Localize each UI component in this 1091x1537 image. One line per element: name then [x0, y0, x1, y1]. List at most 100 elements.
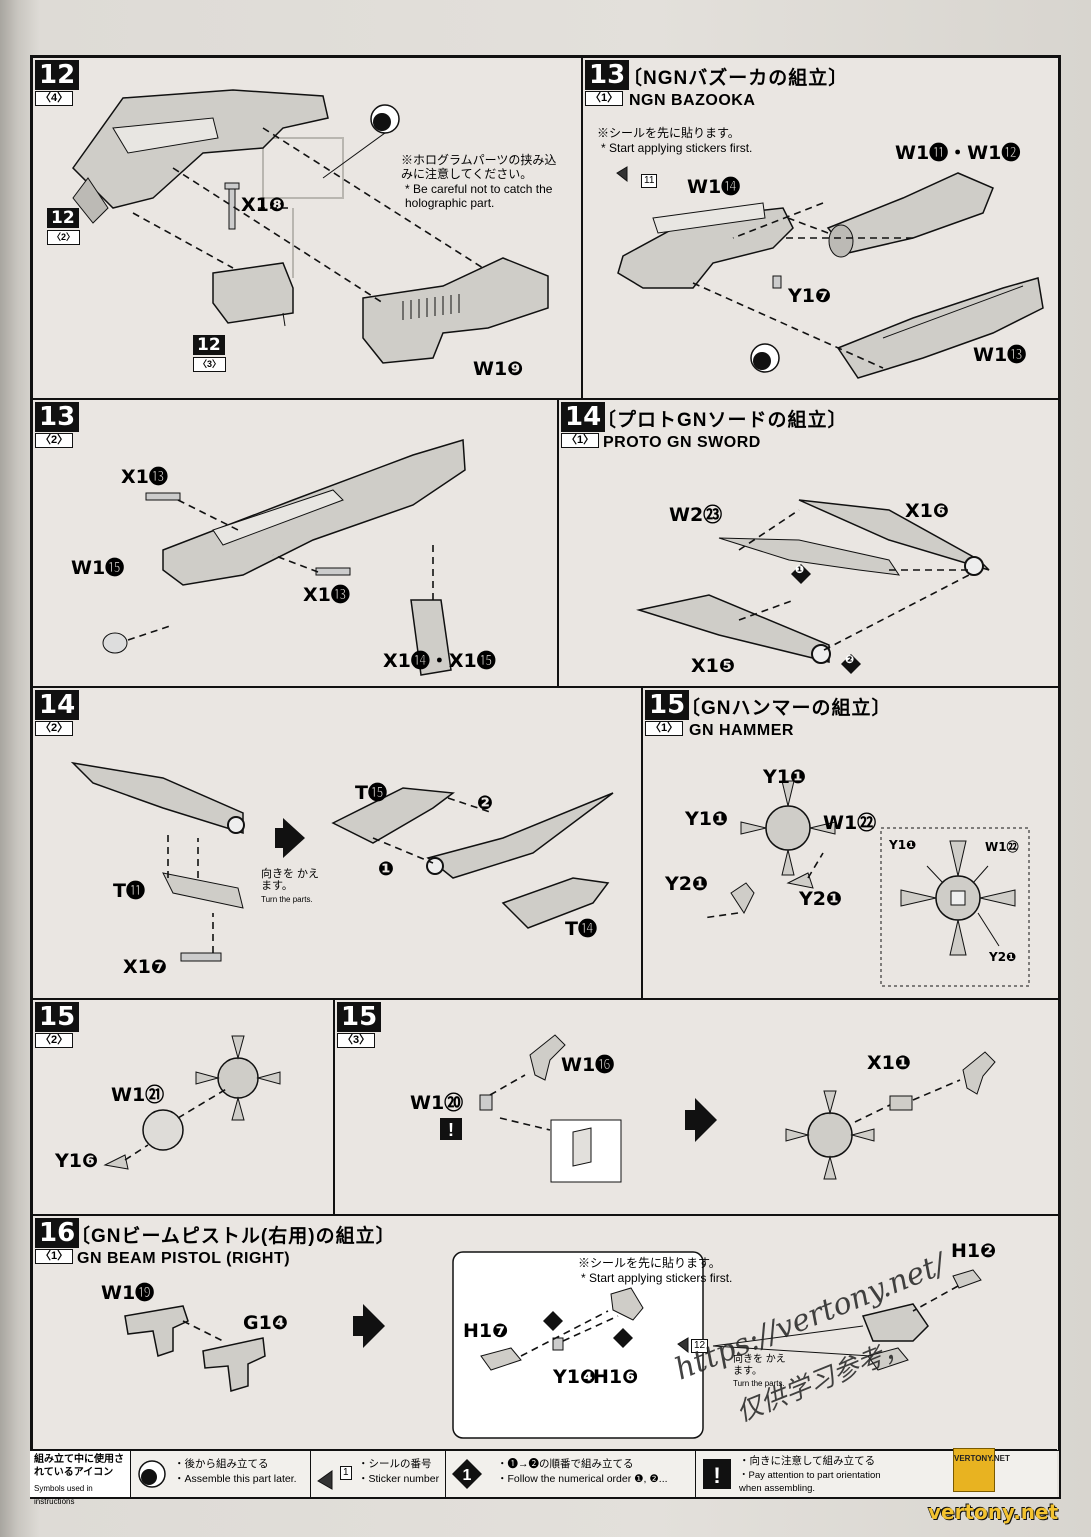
- part-label: X1⓭: [303, 584, 350, 606]
- step-14-2-panel: 14 〈2〉 向きを かえます。 Turn the parts. T⓫ X1❼ …: [32, 687, 642, 999]
- step-number: 15: [35, 1002, 80, 1032]
- sticker-sample: 1: [340, 1466, 352, 1480]
- substep-number: 〈2〉: [35, 721, 74, 736]
- detail-label: Y2❶: [989, 950, 1017, 964]
- part-label: W1⓰: [561, 1054, 615, 1076]
- part-label: Y1❶: [763, 766, 807, 788]
- icon-legend: 組み立て中に使用されているアイコン Symbols used in instru…: [30, 1449, 1057, 1506]
- part-label: Y2❶: [799, 888, 843, 910]
- step-number: 13: [35, 402, 80, 432]
- sticker-note-jp: ※シールを先に貼ります。: [597, 126, 740, 140]
- order-number: ❷: [845, 653, 855, 666]
- legend-attention-en: ・Pay attention to part orientation when …: [739, 1470, 881, 1494]
- substep-number: 〈3〉: [337, 1033, 376, 1048]
- substep-number: 〈2〉: [35, 433, 74, 448]
- part-label: Y1❶: [685, 808, 729, 830]
- instruction-frame: 12 〈4〉: [30, 55, 1061, 1499]
- part-label: X1❺: [691, 655, 735, 677]
- substep-number: 〈2〉: [35, 1033, 74, 1048]
- part-label: Y1❹: [553, 1366, 597, 1388]
- attention-icon: !: [703, 1459, 731, 1489]
- reference-substep: 〈3〉: [193, 357, 227, 372]
- svg-text:!: !: [713, 1463, 720, 1488]
- sticker-note-en: * Start applying stickers first.: [581, 1271, 733, 1285]
- vertony-logo-badge: VERTONY.NET: [953, 1448, 1010, 1492]
- caution-note-en: * Be careful not to catch the holographi…: [405, 182, 553, 210]
- part-label: Y2❶: [665, 873, 709, 895]
- legend-heading-jp: 組み立て中に使用されているアイコン: [34, 1454, 124, 1478]
- reference-substep: 〈2〉: [47, 230, 81, 245]
- order-number: ❶: [378, 858, 395, 880]
- turn-note-jp: 向きを かえます。: [261, 868, 320, 892]
- part-label: W2㉓: [669, 504, 723, 526]
- turn-note-en: Turn the parts.: [733, 1379, 785, 1388]
- part-label: H1❷: [951, 1240, 997, 1262]
- substep-number: 〈1〉: [561, 433, 600, 448]
- step-15-2-diagram: [103, 1035, 281, 1170]
- caution-note-jp: ※ホログラムパーツの挟み込みに注意してください。: [401, 153, 557, 181]
- step-number: 15: [645, 690, 690, 720]
- step-16-1-diagram: [124, 1251, 982, 1439]
- part-label: W1㉒: [823, 812, 877, 834]
- step-title-en: GN BEAM PISTOL (RIGHT): [77, 1250, 291, 1267]
- assemble-later-icon: [138, 1460, 166, 1488]
- step-title-en: NGN BAZOOKA: [629, 92, 756, 109]
- step-number: 16: [35, 1218, 80, 1248]
- legend-attention-jp: ・向きに注意して組み立てる: [739, 1455, 876, 1467]
- step-13-1-panel: 13 〈1〉 〔NGNバズーカの組立〕 NGN BAZOOKA ※シールを先に貼…: [582, 57, 1059, 399]
- legend-later-en: ・Assemble this part later.: [174, 1473, 297, 1485]
- legend-sticker-number: 1 ・シールの番号 ・Sticker number: [310, 1451, 446, 1497]
- step-title-en: GN HAMMER: [689, 722, 794, 739]
- part-label: G1❹: [243, 1312, 288, 1334]
- step-title-jp: 〔NGNバズーカの組立〕: [623, 68, 849, 89]
- reference-step-number: 12: [47, 208, 79, 228]
- step-15-3-panel: 15 〈3〉 ! W1⓰ W1⑳ X1❶: [334, 999, 1059, 1215]
- turn-note-jp: 向きを かえます。: [733, 1354, 786, 1377]
- sticker-number: 12: [691, 1339, 709, 1353]
- part-label: W1㉑: [111, 1084, 165, 1106]
- step-12-4-panel: 12 〈4〉: [32, 57, 582, 399]
- part-label: X1❻: [905, 500, 949, 522]
- part-label: X1❶: [867, 1052, 911, 1074]
- legend-order-en: ・Follow the numerical order ❶, ❷...: [497, 1473, 668, 1485]
- part-label: X1❼: [123, 956, 167, 978]
- part-label: W1⓯: [71, 557, 125, 579]
- step-number: 14: [561, 402, 606, 432]
- part-label: X1⓭: [121, 466, 168, 488]
- sticker-number: 11: [641, 174, 658, 188]
- sticker-note-jp: ※シールを先に貼ります。: [578, 1256, 721, 1270]
- step-number: 12: [35, 60, 80, 90]
- part-label: W1⓮: [687, 176, 741, 198]
- detail-label: W1㉒: [985, 840, 1019, 854]
- part-label: H1❻: [593, 1366, 639, 1388]
- step-number: 15: [337, 1002, 382, 1032]
- step-14-1-panel: 14 〈1〉 〔プロトGNソードの組立〕 PROTO GN SWORD ❶ ❷ …: [558, 399, 1059, 687]
- part-label: Y1❼: [788, 285, 832, 307]
- part-label: X1⓮・X1⓯: [383, 650, 496, 672]
- step-title-jp: 〔GNビームピストル(右用)の組立〕: [71, 1226, 396, 1247]
- substep-number: 〈1〉: [645, 721, 684, 736]
- step-title-jp: 〔GNハンマーの組立〕: [681, 698, 892, 719]
- part-label: X1❽: [241, 194, 285, 216]
- part-label: Y1❻: [55, 1150, 99, 1172]
- step-13-2-diagram: [102, 439, 466, 676]
- legend-heading-en: Symbols used in instructions: [34, 1484, 93, 1506]
- step-15-2-panel: 15 〈2〉 W1㉑ Y1❻: [32, 999, 334, 1215]
- step-title-en: PROTO GN SWORD: [603, 434, 761, 451]
- step-13-1-diagram: [616, 166, 1044, 379]
- step-15-3-diagram: !: [440, 1034, 996, 1183]
- sticker-note-en: * Start applying stickers first.: [601, 141, 753, 155]
- part-label: W1⑳: [410, 1092, 464, 1114]
- step-number: 13: [585, 60, 630, 90]
- order-number: ❷: [477, 792, 494, 814]
- legend-later-jp: ・後から組み立てる: [174, 1458, 269, 1470]
- part-label: T⓫: [113, 880, 145, 902]
- step-number: 14: [35, 690, 80, 720]
- reference-step-number: 12: [193, 335, 225, 355]
- detail-label: Y1❶: [889, 838, 917, 852]
- sticker-number-box: 11: [641, 170, 658, 188]
- watermark-footer: vertony.net: [928, 1500, 1059, 1524]
- substep-number: 〈4〉: [35, 91, 74, 106]
- svg-text:1: 1: [463, 1467, 472, 1484]
